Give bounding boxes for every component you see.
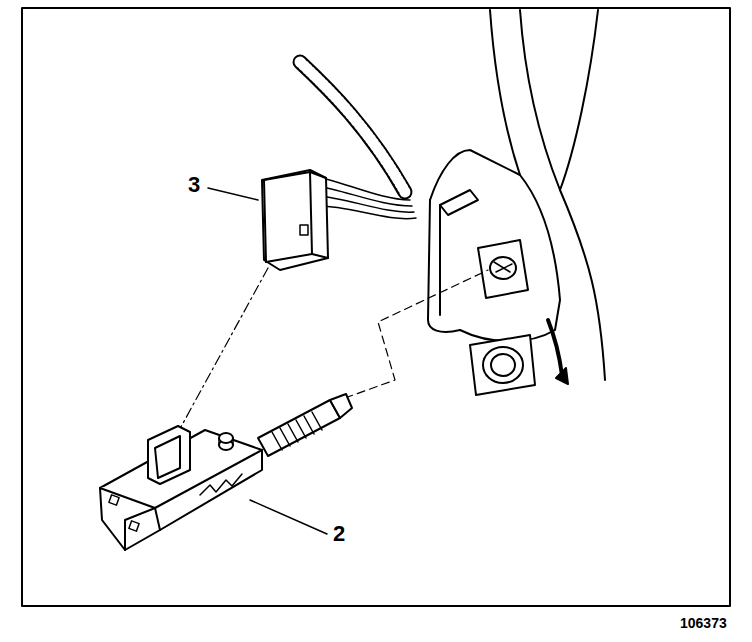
- leader-line: [250, 500, 327, 534]
- alignment-line: [176, 268, 268, 436]
- connector: [262, 170, 328, 270]
- alignment-line: [345, 270, 488, 398]
- switch-plunger: [258, 394, 352, 456]
- figure-number: 106373: [680, 616, 727, 630]
- callout-number: 2: [333, 523, 345, 545]
- callout-number: 3: [188, 174, 200, 196]
- harness-clip: [440, 190, 478, 215]
- pedal-bracket: [428, 10, 605, 384]
- mounting-hole: [478, 240, 528, 298]
- frame-border: [22, 8, 730, 606]
- round-fitting: [470, 335, 535, 395]
- leader-line: [208, 188, 258, 200]
- brake-switch: [100, 426, 262, 550]
